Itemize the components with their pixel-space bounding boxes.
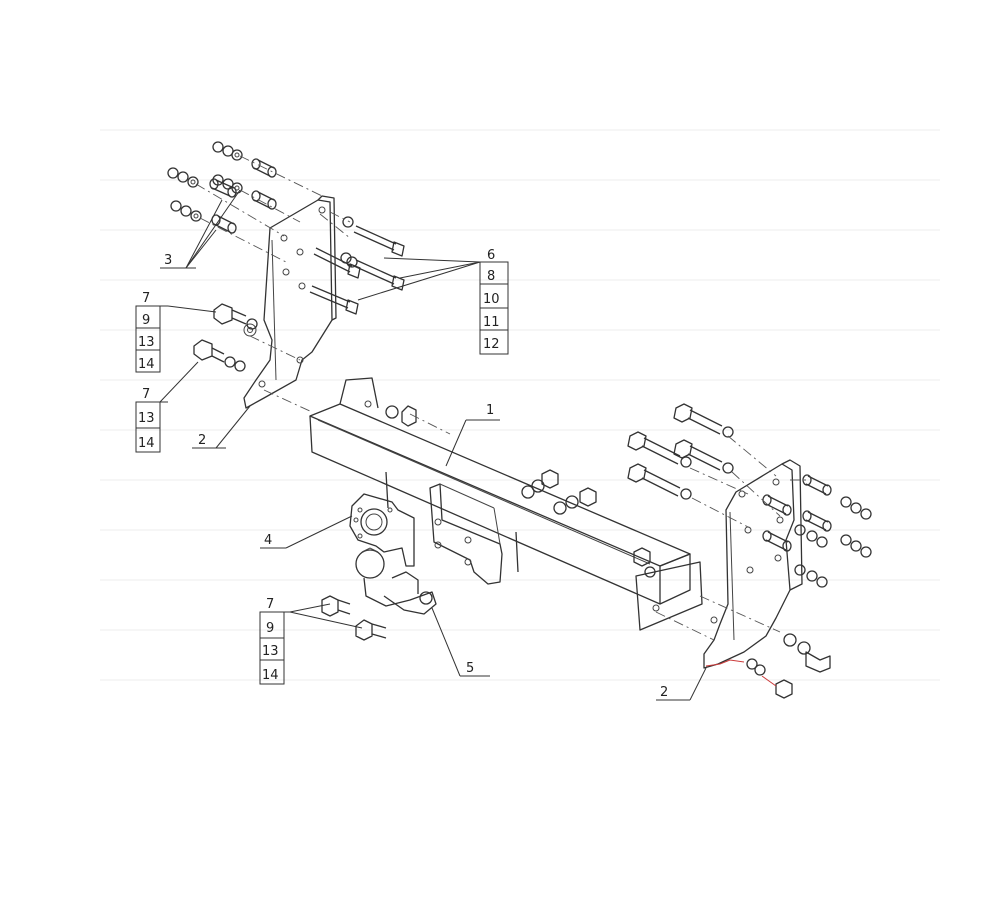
left-small-bolts bbox=[193, 303, 258, 372]
label-bracket-right: 2 bbox=[660, 685, 668, 700]
label-group-long-0: 6 bbox=[487, 248, 495, 263]
label-ball-group-3: 14 bbox=[262, 668, 279, 683]
part-labels: 1 2 2 3 4 5 6 8 10 11 12 7 9 13 14 7 13 … bbox=[138, 248, 668, 700]
long-bolts-left bbox=[309, 216, 405, 315]
left-nuts-washers bbox=[167, 141, 243, 222]
label-socket-plate: 4 bbox=[264, 533, 272, 548]
label-spacer-tubes: 3 bbox=[164, 253, 172, 268]
label-left-lower-1: 13 bbox=[138, 411, 155, 426]
spacer-tubes bbox=[209, 158, 277, 234]
label-ball-group-2: 13 bbox=[262, 644, 279, 659]
background-ghost-lines bbox=[100, 129, 940, 681]
label-left-upper-0: 7 bbox=[142, 291, 150, 306]
long-bolts-right bbox=[627, 403, 734, 500]
tow-ball bbox=[355, 547, 437, 615]
right-assembly-lines bbox=[409, 413, 806, 641]
hitch-bar bbox=[309, 377, 703, 631]
label-group-long-4: 12 bbox=[483, 337, 500, 352]
label-group-long-1: 8 bbox=[487, 269, 495, 284]
label-ball-group-1: 9 bbox=[266, 621, 274, 636]
label-group-long-3: 11 bbox=[483, 315, 500, 330]
label-left-upper-2: 13 bbox=[138, 335, 155, 350]
label-boxes bbox=[135, 261, 509, 685]
label-group-long-2: 10 bbox=[483, 292, 500, 307]
label-ball-group-0: 7 bbox=[266, 597, 274, 612]
leader-lines bbox=[136, 189, 707, 701]
left-assembly-lines bbox=[195, 155, 351, 413]
label-tow-ball: 5 bbox=[466, 661, 474, 676]
label-left-upper-3: 14 bbox=[138, 357, 155, 372]
ball-bolts bbox=[321, 595, 387, 641]
label-left-upper-1: 9 bbox=[142, 313, 150, 328]
label-bracket-left: 2 bbox=[198, 433, 206, 448]
label-left-lower-2: 14 bbox=[138, 436, 155, 451]
socket-plate bbox=[349, 493, 415, 567]
right-bracket bbox=[703, 459, 803, 669]
right-spacers-nuts bbox=[746, 474, 872, 699]
label-left-lower-0: 7 bbox=[142, 387, 150, 402]
label-hitch-bar: 1 bbox=[486, 403, 494, 418]
left-bracket bbox=[243, 195, 337, 409]
bar-nuts bbox=[385, 405, 656, 578]
